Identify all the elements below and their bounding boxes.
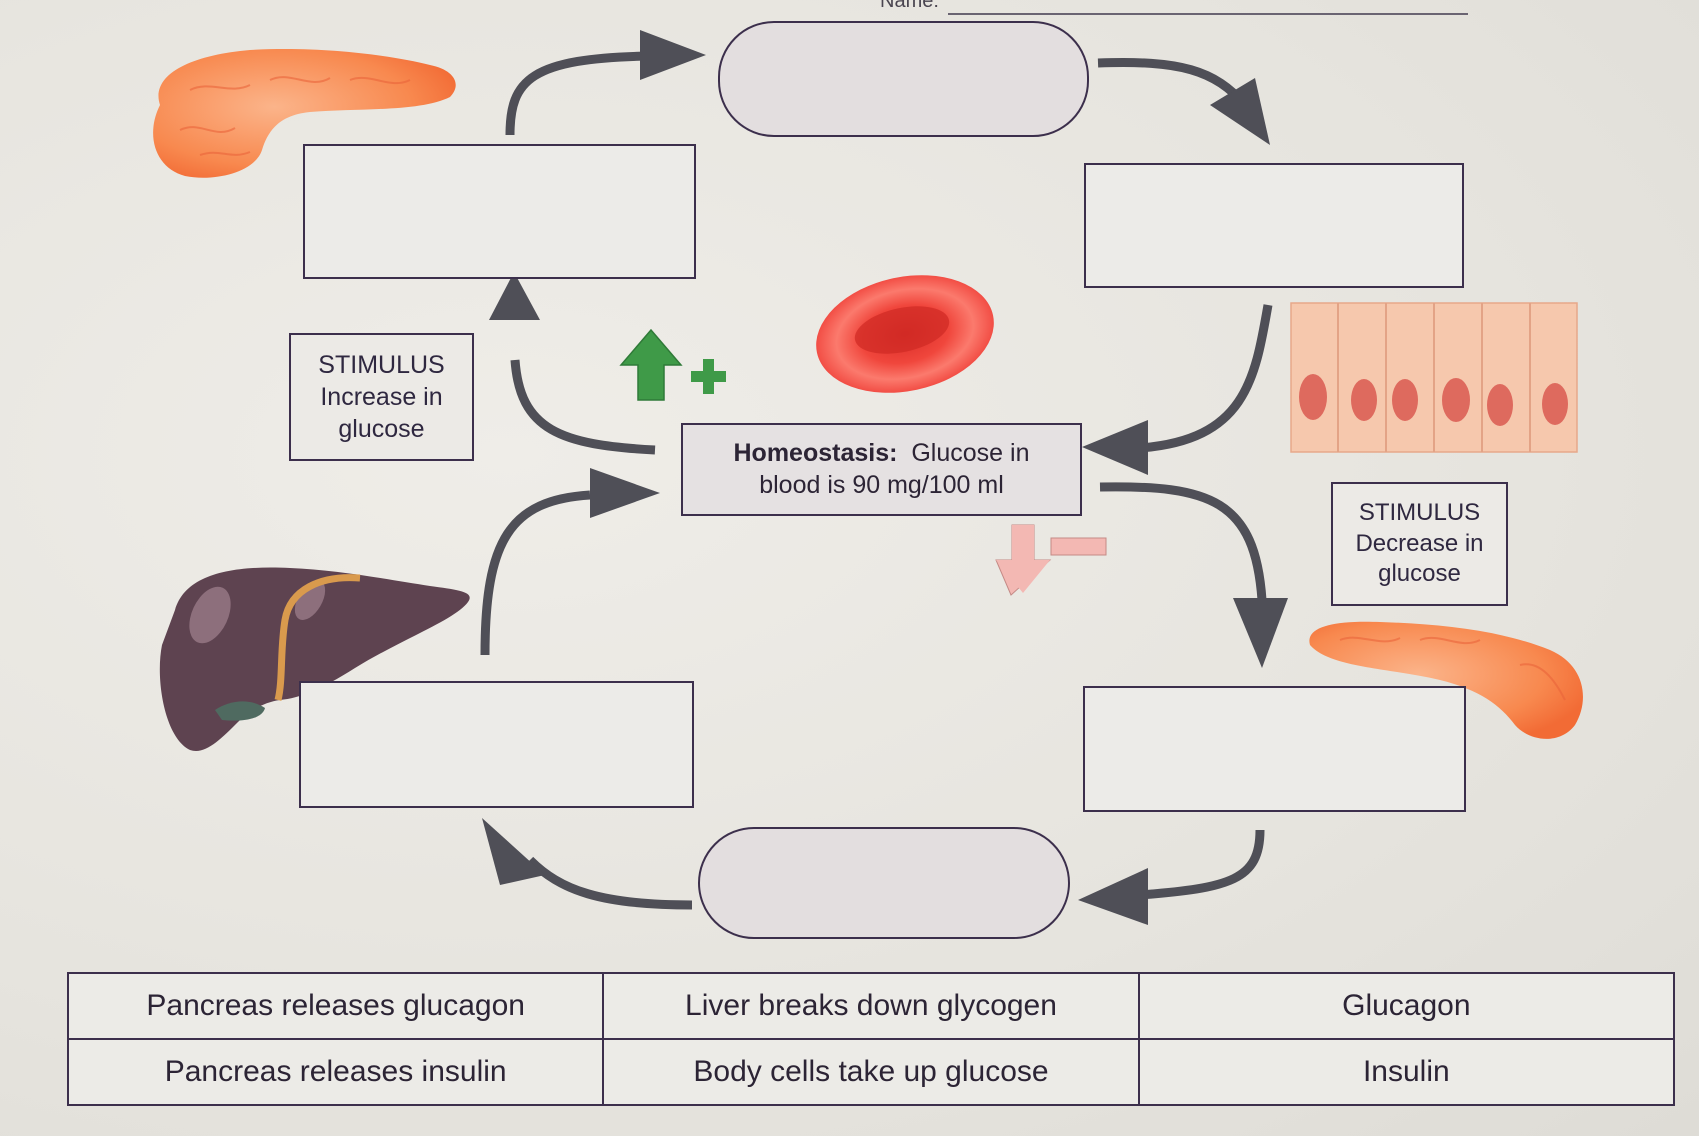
- stimulus-increase-title: STIMULUS: [318, 351, 445, 379]
- arrowhead-right-center: [590, 468, 660, 518]
- body-cells-image: [1290, 302, 1578, 453]
- stimulus-decrease-line2: Decrease in: [1355, 529, 1484, 557]
- arrow-pill-to-bottomleft: [526, 856, 693, 910]
- stimulus-increase-line3: glucose: [338, 415, 425, 443]
- arrowhead-left-center: [1082, 420, 1148, 475]
- stimulus-decrease-line3: glucose: [1378, 560, 1461, 588]
- answer-box-top-right[interactable]: [1084, 163, 1464, 288]
- arrow-topright-to-center: [1139, 304, 1273, 453]
- stimulus-decrease-box: STIMULUS Decrease in glucose: [1331, 482, 1508, 606]
- arrowhead-up-left: [489, 272, 540, 320]
- homeostasis-line1: Homeostasis: Glucose in: [734, 438, 1030, 469]
- word-bank-item[interactable]: Pancreas releases glucagon: [66, 972, 605, 1040]
- stimulus-decrease-title: STIMULUS: [1358, 498, 1481, 526]
- stimulus-increase-box: STIMULUS Increase in glucose: [289, 333, 474, 461]
- hormone-pill-bottom[interactable]: [698, 827, 1070, 939]
- arrowhead-up-left-bottom: [482, 818, 545, 885]
- arrow-bottomright-to-pill: [1139, 829, 1265, 900]
- arrow-stimulus-to-topleft: [510, 359, 656, 455]
- word-bank-item[interactable]: Insulin: [1137, 1038, 1676, 1106]
- homeostasis-line2: blood is 90 mg/100 ml: [759, 470, 1004, 499]
- name-field-line[interactable]: [948, 13, 1468, 15]
- homeostasis-box: Homeostasis: Glucose in blood is 90 mg/1…: [681, 423, 1082, 516]
- liver-image: [159, 567, 470, 751]
- word-bank-item[interactable]: Body cells take up glucose: [602, 1038, 1140, 1106]
- arrow-center-to-bottomright: [1099, 482, 1267, 601]
- word-bank-item[interactable]: Glucagon: [1137, 972, 1676, 1040]
- arrow-topleft-to-pill: [505, 51, 651, 136]
- name-label: Name:: [880, 0, 939, 12]
- answer-box-bottom-right[interactable]: [1083, 686, 1466, 812]
- word-bank-item[interactable]: Liver breaks down glycogen: [602, 972, 1140, 1040]
- decrease-indicator-icon: [995, 524, 1107, 596]
- word-bank-item[interactable]: Pancreas releases insulin: [66, 1038, 605, 1106]
- increase-indicator-icon: [619, 328, 726, 401]
- homeostasis-line1-text: Glucose in: [911, 439, 1030, 468]
- answer-box-top-left[interactable]: [303, 144, 696, 279]
- red-blood-cell-image: [816, 275, 994, 393]
- pancreas-top-image: [153, 49, 456, 178]
- answer-box-bottom-left[interactable]: [299, 681, 694, 808]
- table-row: Pancreas releases glucagon Liver breaks …: [66, 972, 1676, 1040]
- stimulus-increase-line2: Increase in: [320, 383, 443, 411]
- arrowhead-down-bottomright: [1233, 598, 1288, 668]
- word-bank-table: Pancreas releases glucagon Liver breaks …: [66, 972, 1676, 1106]
- arrowhead-down-right: [1210, 78, 1270, 145]
- homeostasis-label: Homeostasis:: [733, 439, 898, 468]
- hormone-pill-top[interactable]: [718, 21, 1089, 137]
- table-row: Pancreas releases insulin Body cells tak…: [66, 1038, 1676, 1106]
- arrow-bottomleft-to-center: [480, 490, 591, 656]
- arrowhead-top-right: [640, 30, 706, 80]
- pancreas-bottom-image: [1309, 621, 1583, 739]
- arrowhead-left-bottompill: [1078, 868, 1148, 925]
